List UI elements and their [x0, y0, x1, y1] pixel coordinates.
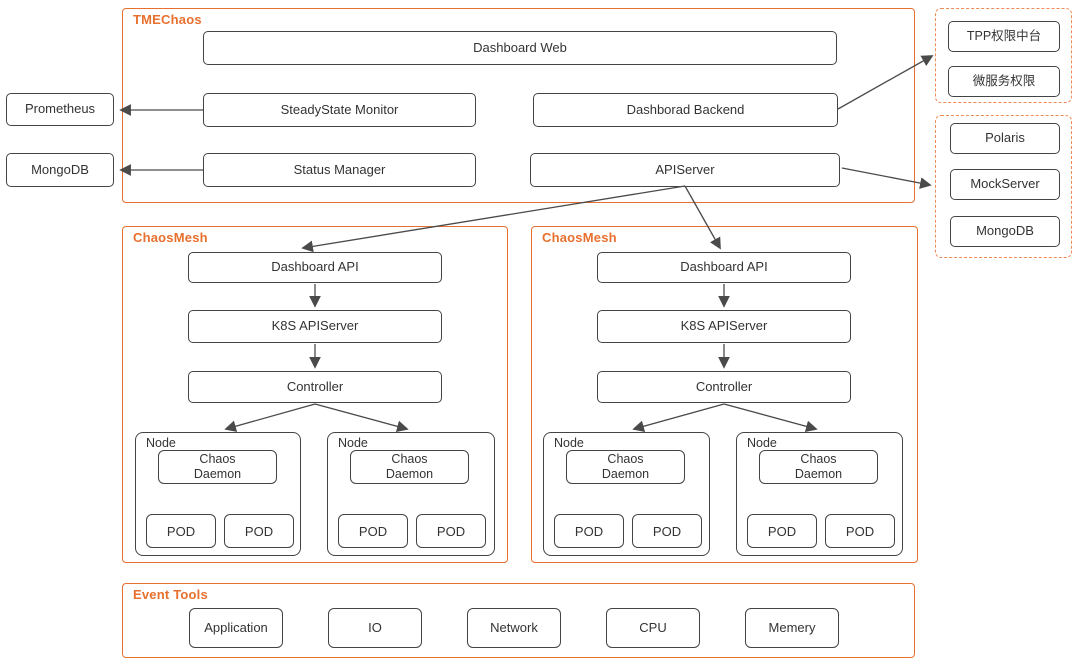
box-event-network: Network [467, 608, 561, 648]
box-dashborad-backend: Dashborad Backend [533, 93, 838, 127]
box-status-manager: Status Manager [203, 153, 476, 187]
box-event-cpu: CPU [606, 608, 700, 648]
chaosmesh-left-label: ChaosMesh [133, 230, 208, 245]
node-label: Node [338, 436, 368, 450]
node-label: Node [554, 436, 584, 450]
auth-group-container [935, 8, 1072, 103]
box-pod: POD [338, 514, 408, 548]
node-left-2: Node Chaos Daemon POD POD [327, 432, 495, 556]
box-k8s-apiserver-left: K8S APIServer [188, 310, 442, 343]
box-controller-left: Controller [188, 371, 442, 403]
node-right-2: Node Chaos Daemon POD POD [736, 432, 903, 556]
box-event-memery: Memery [745, 608, 839, 648]
box-dashboard-api-right: Dashboard API [597, 252, 851, 283]
event-tools-container: Event Tools [122, 583, 915, 658]
box-pod: POD [554, 514, 624, 548]
box-pod: POD [146, 514, 216, 548]
box-pod: POD [747, 514, 817, 548]
box-pod: POD [224, 514, 294, 548]
chaos-daemon-line1: Chaos [607, 452, 644, 466]
chaos-daemon-line1: Chaos [199, 452, 236, 466]
box-chaos-daemon: Chaos Daemon [759, 450, 878, 484]
box-chaos-daemon: Chaos Daemon [350, 450, 469, 484]
box-event-application: Application [189, 608, 283, 648]
box-dashboard-api-left: Dashboard API [188, 252, 442, 283]
box-microservice-auth: 微服务权限 [948, 66, 1060, 97]
box-controller-right: Controller [597, 371, 851, 403]
box-mongodb-left: MongoDB [6, 153, 114, 187]
node-label: Node [146, 436, 176, 450]
node-right-1: Node Chaos Daemon POD POD [543, 432, 710, 556]
box-mockserver: MockServer [950, 169, 1060, 200]
event-tools-label: Event Tools [133, 587, 208, 602]
box-pod: POD [416, 514, 486, 548]
chaosmesh-right-label: ChaosMesh [542, 230, 617, 245]
box-dashboard-web: Dashboard Web [203, 31, 837, 65]
node-label: Node [747, 436, 777, 450]
box-steadystate-monitor: SteadyState Monitor [203, 93, 476, 127]
chaos-daemon-line2: Daemon [794, 467, 843, 481]
box-mongodb-right: MongoDB [950, 216, 1060, 247]
box-tpp-auth: TPP权限中台 [948, 21, 1060, 52]
chaos-daemon-line1: Chaos [391, 452, 428, 466]
chaos-daemon-line2: Daemon [193, 467, 242, 481]
node-left-1: Node Chaos Daemon POD POD [135, 432, 301, 556]
tmechaos-label: TMEChaos [133, 12, 202, 27]
box-pod: POD [632, 514, 702, 548]
service-group-container [935, 115, 1072, 258]
box-chaos-daemon: Chaos Daemon [158, 450, 277, 484]
chaos-daemon-line1: Chaos [800, 452, 837, 466]
box-pod: POD [825, 514, 895, 548]
box-event-io: IO [328, 608, 422, 648]
box-chaos-daemon: Chaos Daemon [566, 450, 685, 484]
box-k8s-apiserver-right: K8S APIServer [597, 310, 851, 343]
box-prometheus: Prometheus [6, 93, 114, 126]
box-apiserver: APIServer [530, 153, 840, 187]
chaos-daemon-line2: Daemon [601, 467, 650, 481]
chaos-daemon-line2: Daemon [385, 467, 434, 481]
box-polaris: Polaris [950, 123, 1060, 154]
